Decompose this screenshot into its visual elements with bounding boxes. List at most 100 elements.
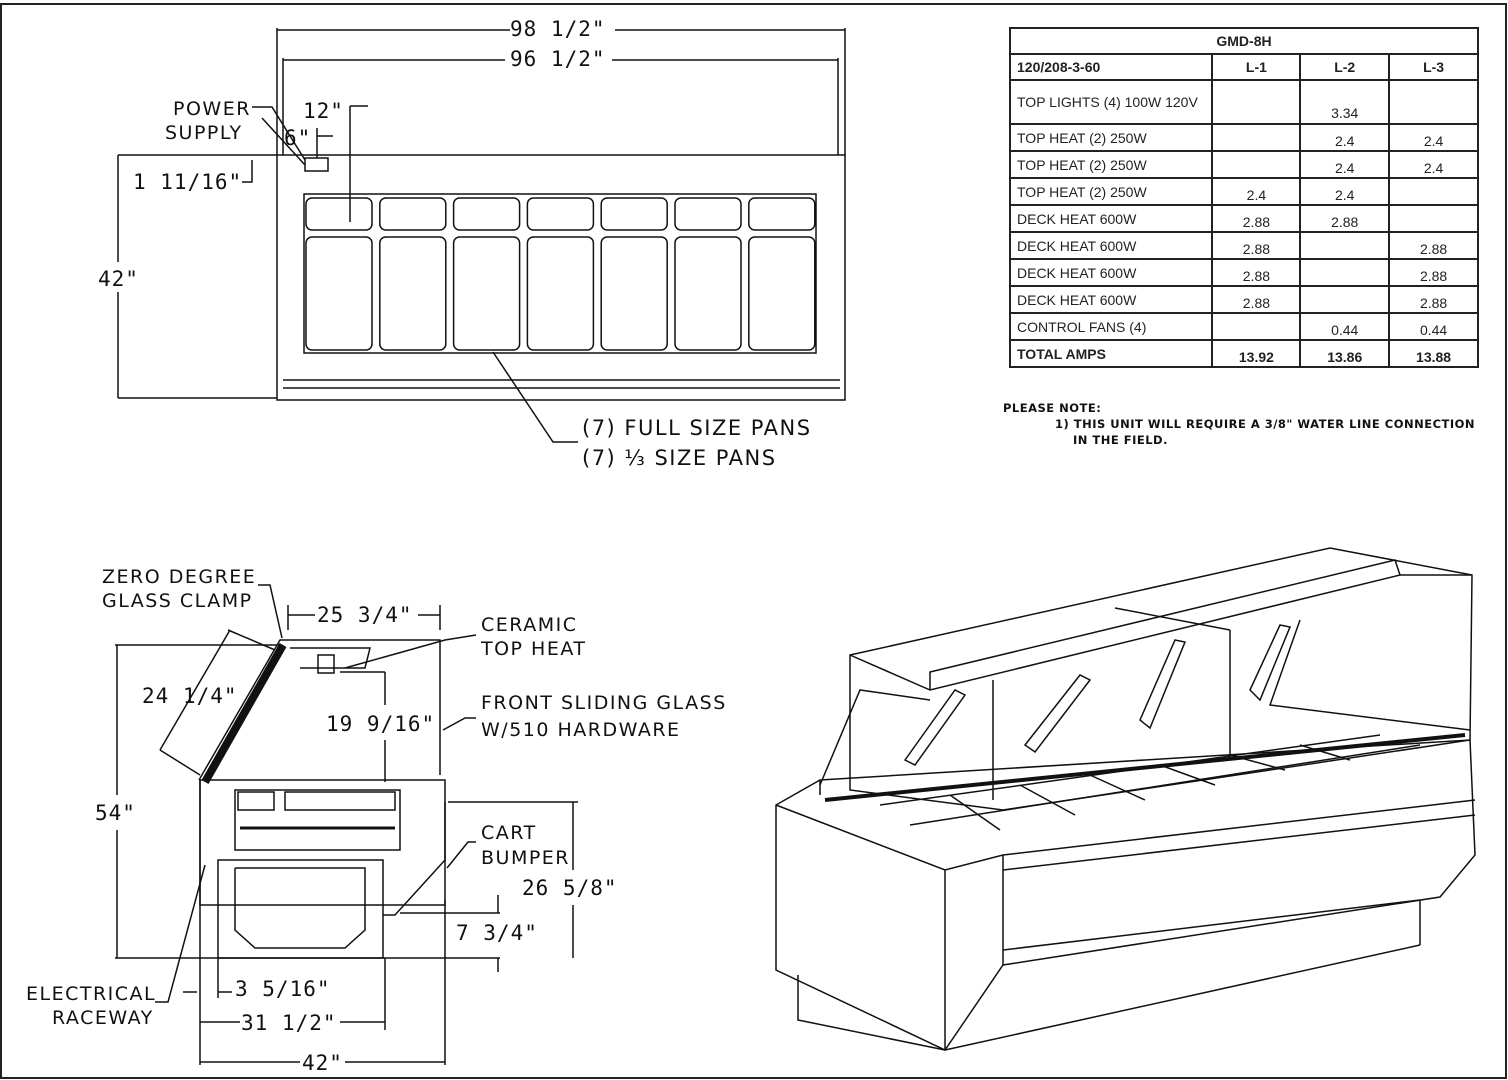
front-view: 98 1/2" 96 1/2" POWER SUPPLY 12" 6" 42" …: [98, 17, 846, 470]
pan-opening: [303, 193, 817, 354]
third-size-pan: [600, 197, 668, 231]
cell-l1: 2.88: [1211, 285, 1302, 314]
dim-54: 54": [95, 801, 136, 825]
full-size-pan: [452, 236, 521, 351]
cell-l3: 2.88: [1388, 258, 1479, 287]
third-size-pan: [305, 197, 373, 231]
glass-clamp-label-1: ZERO DEGREE: [102, 566, 256, 588]
cell-l1: [1211, 79, 1302, 125]
raceway-label-1: ELECTRICAL: [26, 983, 156, 1005]
row-label: TOP HEAT (2) 250W: [1008, 150, 1214, 179]
full-size-pan: [379, 236, 447, 351]
cell-l2: 2.4: [1299, 123, 1391, 152]
cell-l3: [1388, 177, 1479, 206]
cell-l3: 2.88: [1388, 231, 1479, 260]
cart-bumper-label-2: BUMPER: [481, 847, 570, 869]
col-header-l1: L-1: [1211, 53, 1302, 81]
front-glass-label-1: FRONT SLIDING GLASS: [481, 692, 727, 714]
dim-31-1-2: 31 1/2": [241, 1011, 337, 1035]
row-label: TOP LIGHTS (4) 100W 120V: [1008, 79, 1214, 125]
ceramic-label-2: TOP HEAT: [480, 638, 586, 660]
row-label: TOP HEAT (2) 250W: [1008, 177, 1214, 206]
third-size-pan: [526, 197, 595, 231]
amperage-table: GMD-8H 120/208-3-60 L-1 L-2 L-3 TOP LIGH…: [1008, 27, 1479, 368]
third-size-pan: [748, 197, 816, 231]
total-l2: 13.86: [1299, 339, 1391, 368]
cell-l1: [1211, 123, 1302, 152]
front-cabinet-outline: [276, 154, 846, 401]
dim-overall-width: 98 1/2": [510, 17, 606, 41]
row-label: DECK HEAT 600W: [1008, 204, 1214, 233]
note-heading: PLEASE NOTE:: [1003, 401, 1102, 415]
cell-l1: 2.4: [1211, 177, 1302, 206]
dim-1-11-16: 1 11/16": [133, 170, 242, 194]
cell-l1: 2.88: [1211, 204, 1302, 233]
glass-clamp-label-2: GLASS CLAMP: [102, 590, 253, 612]
cell-l3: 2.88: [1388, 285, 1479, 314]
pans-full-label: (7) FULL SIZE PANS: [582, 416, 812, 440]
please-note: PLEASE NOTE: 1) THIS UNIT WILL REQUIRE A…: [1003, 400, 1475, 448]
cell-l2: [1299, 231, 1391, 260]
third-size-pan: [379, 197, 447, 231]
cell-l1: 2.88: [1211, 231, 1302, 260]
row-label: DECK HEAT 600W: [1008, 258, 1214, 287]
cell-l2: 3.34: [1299, 79, 1391, 125]
dim-24-1-4: 24 1/4": [142, 684, 238, 708]
row-label: CONTROL FANS (4): [1008, 312, 1214, 341]
cell-l2: 0.44: [1299, 312, 1391, 341]
voltage-header: 120/208-3-60: [1008, 53, 1214, 81]
full-size-pan: [748, 236, 816, 351]
total-l3: 13.88: [1388, 339, 1479, 368]
power-supply-label-1: POWER: [173, 98, 251, 120]
dim-12: 12": [303, 99, 344, 123]
dim-26-5-8: 26 5/8": [522, 876, 618, 900]
note-line-2: IN THE FIELD.: [1073, 433, 1168, 447]
dim-25-3-4: 25 3/4": [317, 603, 413, 627]
row-label: DECK HEAT 600W: [1008, 231, 1214, 260]
side-view: 54" ZERO DEGREE GLASS CLAMP 25 3/4" CERA…: [26, 566, 727, 1075]
dim-3-5-16: 3 5/16": [235, 977, 331, 1001]
cell-l3: 2.4: [1388, 150, 1479, 179]
third-size-pan: [674, 197, 742, 231]
col-header-l2: L-2: [1299, 53, 1391, 81]
note-line-1: 1) THIS UNIT WILL REQUIRE A 3/8" WATER L…: [1055, 417, 1476, 431]
sheet-border: [0, 3, 1507, 1079]
cell-l3: 2.4: [1388, 123, 1479, 152]
perspective-view: [775, 547, 1476, 1051]
pans-third-label: (7) ⅓ SIZE PANS: [582, 446, 777, 470]
full-size-pan: [600, 236, 668, 351]
cell-l1: 2.88: [1211, 258, 1302, 287]
front-glass-label-2: W/510 HARDWARE: [481, 719, 681, 741]
col-header-l3: L-3: [1388, 53, 1479, 81]
full-size-pan: [305, 236, 373, 351]
cell-l1: [1211, 150, 1302, 179]
model-title: GMD-8H: [1009, 27, 1479, 55]
row-label: DECK HEAT 600W: [1008, 285, 1214, 314]
cell-l1: [1211, 312, 1302, 341]
cart-bumper-label-1: CART: [481, 822, 537, 844]
dim-19-9-16: 19 9/16": [326, 712, 435, 736]
cell-l2: 2.4: [1299, 150, 1391, 179]
cell-l3: [1388, 204, 1479, 233]
total-label: TOTAL AMPS: [1008, 339, 1214, 368]
cell-l3: [1388, 79, 1479, 125]
cell-l2: [1299, 285, 1391, 314]
dim-42: 42": [302, 1051, 343, 1075]
ceramic-label-1: CERAMIC: [481, 614, 577, 636]
dim-6: 6": [284, 126, 311, 150]
full-size-pan: [526, 236, 595, 351]
cell-l2: 2.88: [1299, 204, 1391, 233]
full-size-pan: [674, 236, 742, 351]
dim-front-height: 42": [98, 267, 139, 291]
total-l1: 13.92: [1211, 339, 1302, 368]
row-label: TOP HEAT (2) 250W: [1008, 123, 1214, 152]
power-supply-label-2: SUPPLY: [165, 122, 243, 144]
